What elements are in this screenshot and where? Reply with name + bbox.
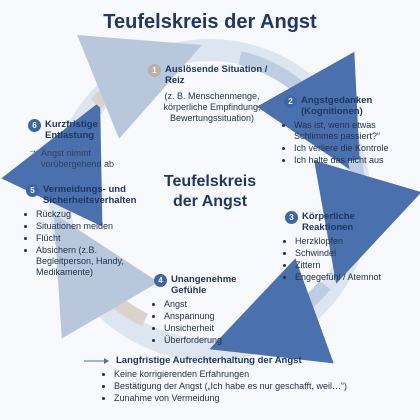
list-item: Ich verliere die Kontrole [294, 143, 404, 154]
list-item: Überforderung [164, 335, 264, 346]
list-item: Engegefühl / Atemnot [295, 272, 405, 283]
list-item: Bestätigung der Angst („Ich habe es nur … [114, 381, 414, 392]
list-item: Herzklopfen [295, 236, 405, 247]
step-number: 4 [154, 274, 167, 287]
step-title: Vermeidungs- und Sicherheitsverhalten [43, 184, 137, 206]
arrow-right-icon: → [28, 145, 37, 155]
list-item: Schwindel [295, 248, 405, 259]
ring-arc-5-6 [1, 101, 103, 227]
step-4-feelings: 4 Unangenehme Gefühle Angst Anspannung Un… [154, 274, 264, 347]
step-2-thoughts: 2 Angstgedanken (Kognitionen) Was ist, we… [284, 95, 404, 167]
list-item: Zittern [295, 260, 405, 271]
list-item: Flücht [36, 233, 146, 244]
step-title: Körperliche Reaktionen [302, 211, 355, 233]
list-item: Situationen meiden [36, 221, 146, 232]
step-number: 6 [28, 119, 41, 132]
step-3-body: 3 Körperliche Reaktionen Herzklopfen Schw… [285, 211, 405, 284]
list-item: Keine korrigierenden Erfahrungen [114, 369, 414, 380]
step-5-avoidance: 5 Vermeidungs- und Sicherheitsverhalten R… [26, 184, 146, 279]
section-title: Langfristige Aufrechterhaltung der Angst [116, 355, 302, 366]
step-title: Kurzfristige Entlastung [45, 119, 98, 141]
step-number: 2 [284, 95, 297, 108]
step-title: Angstgedanken (Kognitionen) [301, 95, 373, 117]
center-label: Teufelskreis der Angst [163, 173, 257, 210]
ring-arc-2-3 [314, 158, 420, 284]
step-description: (z. B. Menschenmenge, körperliche Empfin… [163, 91, 261, 123]
bottom-arrow-head [104, 358, 109, 364]
list-item: Ich halte das nicht aus [294, 155, 404, 166]
list-item: Rückzug [36, 209, 146, 220]
step-1-trigger: 1 Auslösende Situation / Reiz (z. B. Mens… [148, 64, 276, 124]
step-title: Unangenehme Gefühle [171, 274, 237, 296]
long-term-section: Langfristige Aufrechterhaltung der Angst… [84, 355, 414, 405]
diagram-title: Teufelskreis der Angst [103, 11, 317, 33]
list-item: Unsicherheit [164, 323, 264, 334]
step-6-relief: 6 Kurzfristige Entlastung → Angst nimmt v… [28, 119, 138, 170]
ring-arc-1-2 [238, 51, 361, 177]
list-item: Angst [164, 299, 264, 310]
step-description: Angst nimmt vorübergehend ab [41, 148, 115, 169]
ring-arc-6-1 [77, 35, 202, 139]
list-item: Zunahme von Vermeidung [114, 393, 414, 404]
list-item: Anspannung [164, 311, 264, 322]
step-number: 3 [285, 211, 298, 224]
ring-arc-3-4 [209, 258, 334, 364]
step-title: Auslösende Situation / Reiz [165, 64, 268, 86]
list-item: Absichern (z.B. Begleitperson, Handy, Me… [36, 245, 146, 278]
list-item: Was ist, wenn etwas Schlimmes passiert?“ [294, 120, 404, 142]
ring-arc-4-5 [53, 213, 159, 339]
step-number: 1 [148, 64, 161, 77]
step-number: 5 [26, 184, 39, 197]
